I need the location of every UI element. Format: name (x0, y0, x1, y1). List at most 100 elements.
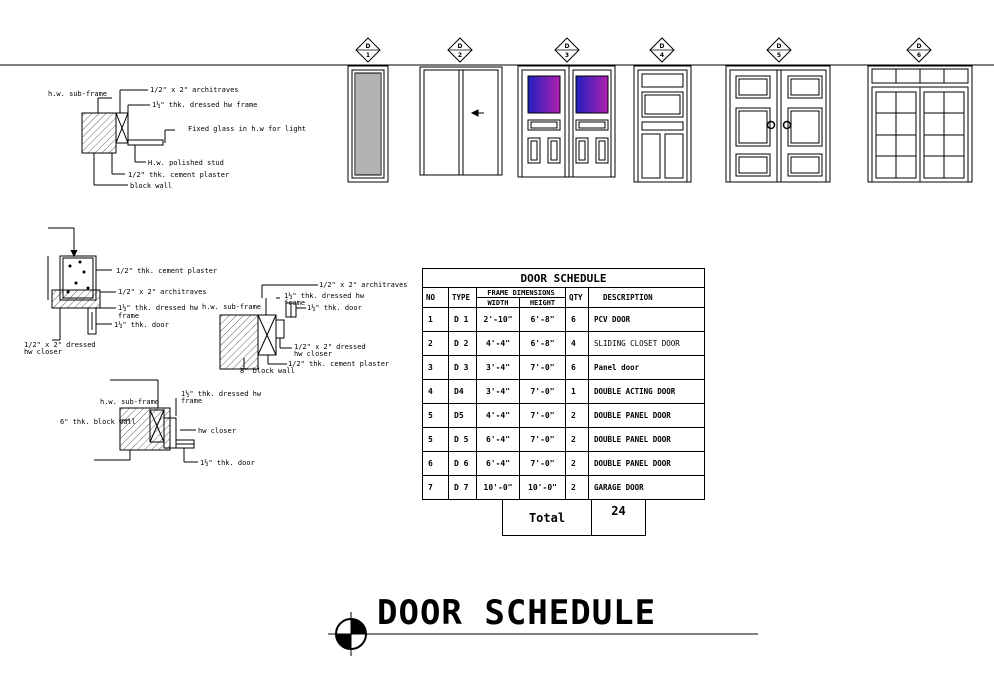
label-dressed-frame: 1½" thk. dressed hw (118, 304, 199, 312)
door-tag-number: 2 (458, 52, 462, 59)
cell-width: 3'-4" (476, 355, 520, 380)
cell-qty: 6 (565, 355, 589, 380)
door-tag-6: D6 (906, 37, 932, 63)
table-row: 5 D 5 6'-4" 7'-0" 2 DOUBLE PANEL DOOR (422, 427, 705, 452)
label-cement-plaster: 1/2" thk. cement plaster (288, 360, 389, 368)
cell-no: 3 (422, 355, 449, 380)
cell-qty: 6 (565, 307, 589, 332)
table-row: 5 D5 4'-4" 7'-0" 2 DOUBLE PANEL DOOR (422, 403, 705, 428)
door-tag-5: D5 (766, 37, 792, 63)
cell-height: 10'-0" (519, 475, 566, 500)
cell-qty: 2 (565, 475, 589, 500)
door-tag-letter: D (917, 43, 922, 50)
door-tag-1: D1 (355, 37, 381, 63)
door-schedule-table: DOOR SCHEDULE NO TYPE FRAME DIMENSIONS Q… (422, 268, 705, 500)
label-door-thickness: 1½" thk. door (307, 304, 362, 312)
door-tag-number: 4 (660, 52, 664, 59)
header-type: TYPE (448, 287, 477, 308)
header-width: WIDTH (476, 297, 520, 308)
label-dressed-frame-cont: frame (181, 397, 202, 405)
cell-width: 10'-0" (476, 475, 520, 500)
cell-no: 1 (422, 307, 449, 332)
cell-height: 7'-0" (519, 403, 566, 428)
total-value: 24 (611, 504, 626, 518)
door-tag-number: 6 (917, 52, 921, 59)
label-dressed-frame: 1½" thk. dressed hw frame (152, 101, 257, 109)
cell-height: 7'-0" (519, 451, 566, 476)
label-closer: 1/2" x 2" dressed (24, 341, 96, 349)
door-tag-2: D2 (447, 37, 473, 63)
door-tag-letter: D (458, 43, 463, 50)
label-polished-stud: H.w. polished stud (148, 159, 224, 167)
label-dressed-frame: 1½" thk. dressed hw (181, 390, 262, 398)
cell-width: 4'-4" (476, 331, 520, 356)
label-closer: hw closer (198, 427, 236, 435)
label-sub-frame: h.w. sub-frame (48, 90, 107, 98)
door-tag-letter: D (565, 43, 570, 50)
cell-description: PCV DOOR (588, 307, 705, 332)
cell-height: 7'-0" (519, 379, 566, 404)
table-row: 3 D 3 3'-4" 7'-0" 6 Panel door (422, 355, 705, 380)
cell-description: DOUBLE PANEL DOOR (588, 403, 705, 428)
door-elevation-d1 (347, 65, 389, 183)
cell-no: 7 (422, 475, 449, 500)
cell-description: SLIDING CLOSET DOOR (588, 331, 705, 356)
door-elevation-d2 (419, 66, 503, 176)
door-tag-4: D4 (649, 37, 675, 63)
cell-no: 5 (422, 427, 449, 452)
cell-type: D 7 (448, 475, 477, 500)
door-tag-letter: D (366, 43, 371, 50)
cell-width: 6'-4" (476, 451, 520, 476)
door-tag-letter: D (660, 43, 665, 50)
header-frame-dimensions: FRAME DIMENSIONS (476, 287, 566, 298)
label-architraves: 1/2" x 2" architraves (150, 86, 239, 94)
cell-qty: 2 (565, 403, 589, 428)
cell-type: D 5 (448, 427, 477, 452)
label-architraves: 1/2" x 2" architraves (319, 281, 408, 289)
door-tag-3: D3 (554, 37, 580, 63)
door-knob-icon (766, 120, 776, 130)
label-block-wall: 8" block wall (240, 367, 295, 375)
cell-height: 6'-8" (519, 331, 566, 356)
label-cement-plaster: 1/2" thk. cement plaster (116, 267, 217, 275)
cell-no: 4 (422, 379, 449, 404)
section-title-symbol (328, 612, 758, 656)
label-block-wall: block wall (130, 182, 172, 190)
door-tag-number: 5 (777, 52, 781, 59)
label-door-thickness: 1½" thk. door (200, 459, 255, 467)
page-title: DOOR SCHEDULE (377, 593, 657, 633)
cell-description: Panel door (588, 355, 705, 380)
cell-description: DOUBLE ACTING DOOR (588, 379, 705, 404)
label-closer: 1/2" x 2" dressed (294, 343, 366, 351)
label-door-thickness: 1½" thk. door (114, 321, 169, 329)
cell-height: 6'-8" (519, 307, 566, 332)
door-tag-number: 1 (366, 52, 370, 59)
cell-width: 6'-4" (476, 427, 520, 452)
door-elevation-d6 (867, 65, 973, 183)
door-elevation-d3 (517, 65, 616, 178)
cell-type: D4 (448, 379, 477, 404)
door-knob-icon (782, 120, 792, 130)
door-elevation-d5 (725, 65, 831, 183)
detail-4-section (94, 379, 198, 463)
cell-width: 3'-4" (476, 379, 520, 404)
cell-qty: 2 (565, 427, 589, 452)
cell-width: 4'-4" (476, 403, 520, 428)
schedule-total: Total 24 (502, 500, 646, 536)
cell-type: D 2 (448, 331, 477, 356)
cell-description: DOUBLE PANEL DOOR (588, 427, 705, 452)
label-architraves: 1/2" x 2" architraves (118, 288, 207, 296)
total-label: Total (503, 500, 592, 535)
label-closer-cont: hw closer (294, 350, 332, 358)
table-row: 1 D 1 2'-10" 6'-8" 6 PCV DOOR (422, 307, 705, 332)
detail-2-section (47, 227, 116, 341)
header-description: DESCRIPTION (588, 287, 705, 308)
header-height: HEIGHT (519, 297, 566, 308)
detail-1-section (81, 89, 175, 186)
cell-no: 6 (422, 451, 449, 476)
cell-no: 5 (422, 403, 449, 428)
table-row: 7 D 7 10'-0" 10'-0" 2 GARAGE DOOR (422, 475, 705, 500)
cell-qty: 2 (565, 451, 589, 476)
slide-arrow-icon (470, 109, 479, 117)
cell-height: 7'-0" (519, 427, 566, 452)
